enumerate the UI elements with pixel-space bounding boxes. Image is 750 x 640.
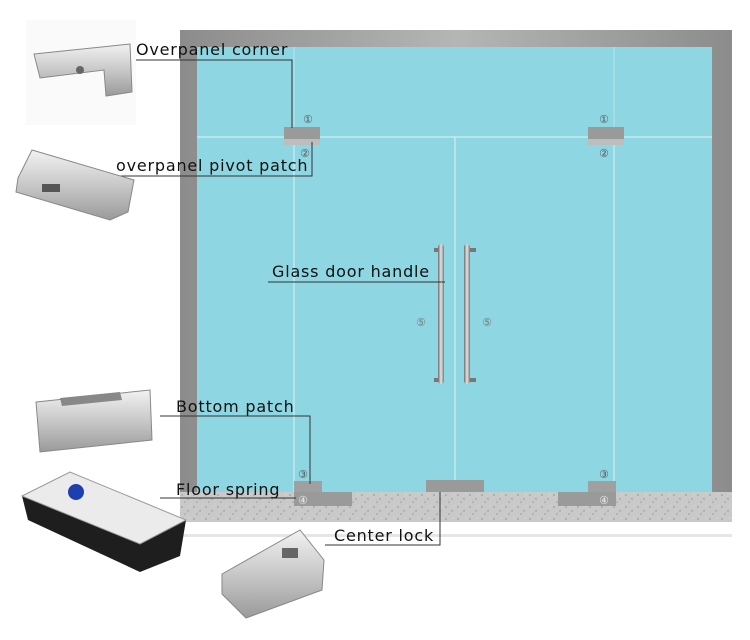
marker-4-left: ④	[298, 494, 308, 507]
handle-right-standoff-top	[468, 248, 476, 252]
floor-spring-photo	[20, 471, 188, 572]
leader-lines	[114, 59, 445, 546]
floor-strip	[180, 492, 732, 522]
overpanel-corner-photo	[26, 20, 136, 125]
door-handle-left	[438, 244, 444, 384]
label-floor-spring: Floor spring	[176, 480, 281, 499]
marker-5-left: ⑤	[416, 316, 426, 329]
door-handle-right	[464, 244, 470, 384]
marker-3-right: ③	[599, 468, 609, 481]
marker-3-left: ③	[298, 468, 308, 481]
label-glass-door-handle: Glass door handle	[272, 262, 430, 281]
floor-spring-left	[294, 492, 352, 506]
handle-right-standoff-bottom	[468, 378, 476, 382]
marker-1-left: ①	[303, 113, 313, 126]
bottom-patch-right	[588, 481, 616, 492]
overpanel-corner-left	[284, 127, 320, 139]
bottom-patch-left	[294, 481, 322, 492]
marker-2-left: ②	[300, 147, 310, 160]
marker-2-right: ②	[599, 147, 609, 160]
label-center-lock: Center lock	[334, 526, 435, 545]
center-lock-photo	[221, 529, 325, 619]
pivot-patch-photo	[15, 149, 135, 221]
label-overpanel-pivot-patch: overpanel pivot patch	[116, 156, 309, 175]
label-overpanel-corner: Overpanel corner	[136, 40, 289, 59]
marker-4-right: ④	[599, 494, 609, 507]
overpanel-corner-right	[588, 127, 624, 139]
center-lock-fitting	[426, 480, 484, 492]
marker-5-right: ⑤	[482, 316, 492, 329]
floor-spring-right	[558, 492, 616, 506]
bottom-patch-photo	[35, 389, 153, 453]
pivot-patch-left	[284, 139, 320, 145]
marker-1-right: ①	[599, 113, 609, 126]
label-bottom-patch: Bottom patch	[176, 397, 295, 416]
pivot-patch-right	[588, 139, 624, 145]
